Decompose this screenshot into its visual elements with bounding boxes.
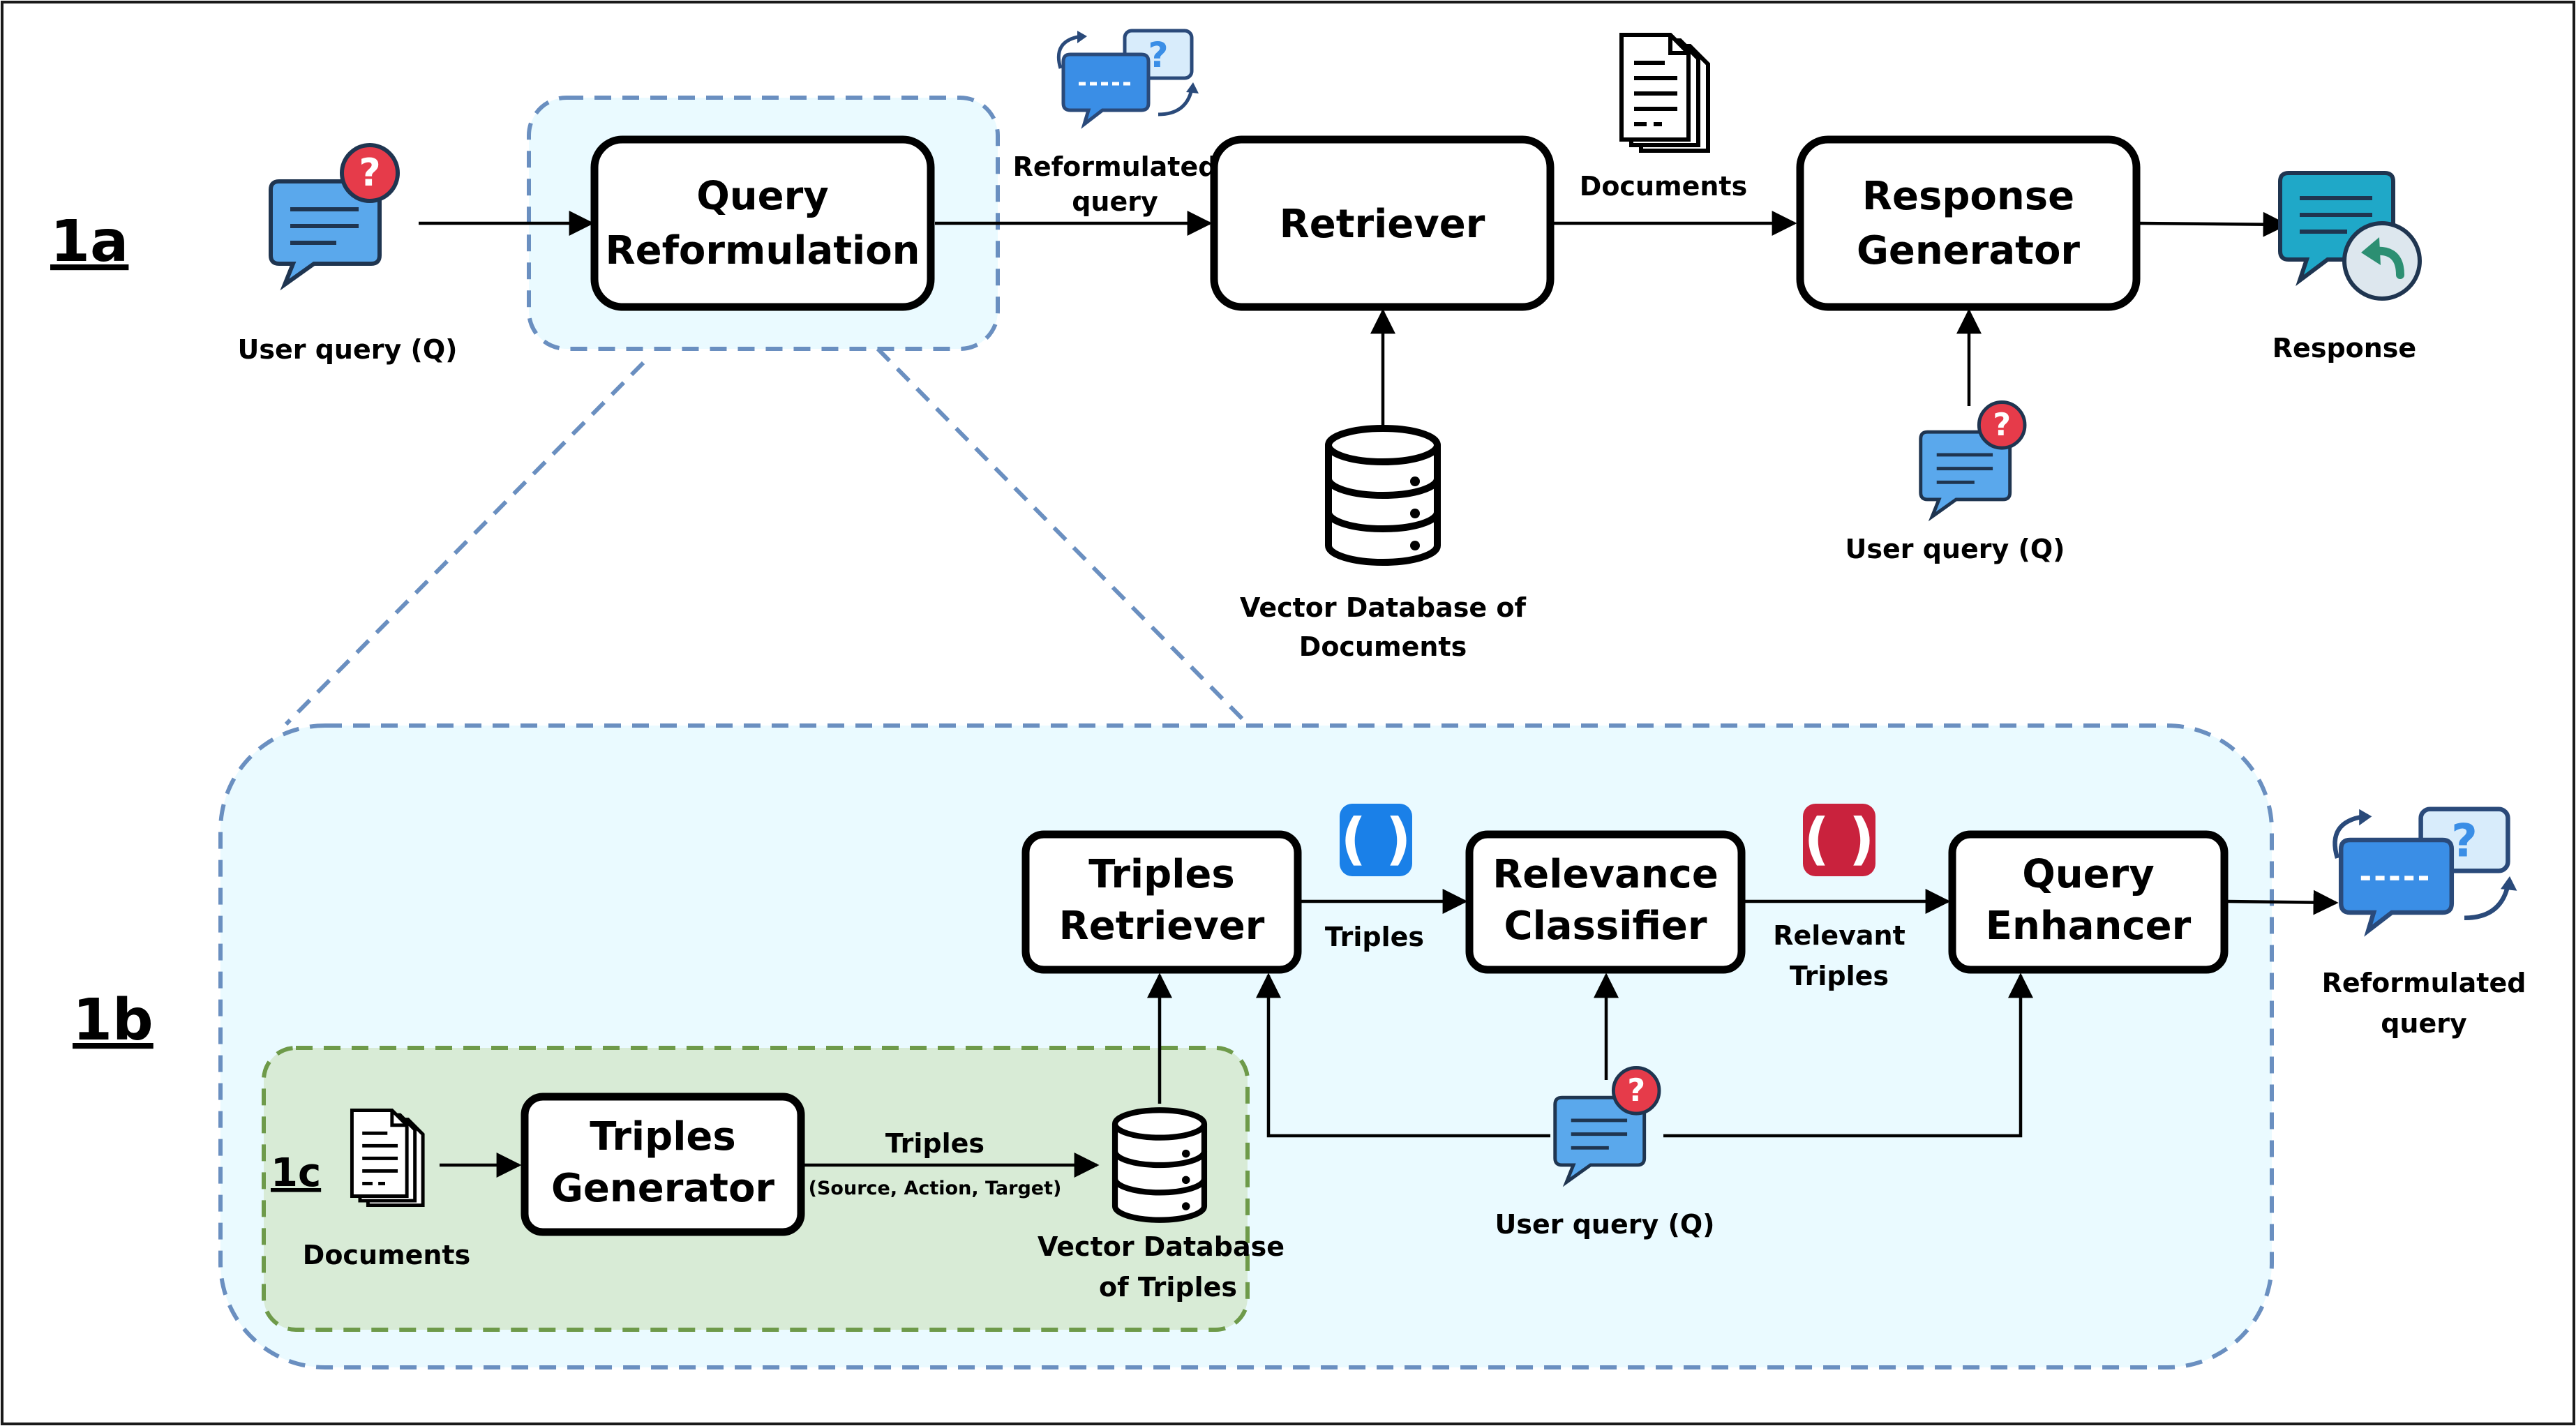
reformulated-query-output-line2: query xyxy=(2381,1008,2467,1039)
query-reformulation-line1: Query xyxy=(696,174,829,219)
retriever-label: Retriever xyxy=(1280,202,1485,247)
triples-brackets-icon xyxy=(1340,804,1412,876)
user-query-label-3: User query (Q) xyxy=(1495,1209,1714,1240)
reformulated-query-output-line1: Reformulated xyxy=(2322,968,2526,998)
user-query-label-2: User query (Q) xyxy=(1845,534,2065,564)
relevance-classifier-line1: Relevance xyxy=(1492,852,1718,897)
retriever-box xyxy=(1210,135,1555,311)
vector-db-triples-line1: Vector Database xyxy=(1038,1231,1285,1262)
vector-db-triples-icon xyxy=(1115,1110,1204,1219)
reformulated-query-label-line1: Reformulated xyxy=(1013,151,1218,182)
triples-detail-label: (Source, Action, Target) xyxy=(809,1178,1062,1199)
user-query-label: User query (Q) xyxy=(237,334,457,365)
zoom-connector-right xyxy=(876,347,1251,728)
response-label: Response xyxy=(2272,333,2416,363)
vector-db-documents-line1: Vector Database of xyxy=(1240,592,1526,623)
relevant-triples-line1: Relevant xyxy=(1773,920,1905,951)
query-enhancer-line1: Query xyxy=(2022,852,2155,897)
documents-icon-1c xyxy=(352,1110,423,1205)
triples-generator-line2: Generator xyxy=(551,1166,774,1211)
relevant-triples-brackets-icon xyxy=(1803,804,1875,876)
triples-generator-box xyxy=(521,1093,805,1236)
triples-label-1c: Triples xyxy=(885,1128,984,1159)
arrow-generator-to-response xyxy=(2139,211,2289,237)
query-reformulation-line2: Reformulation xyxy=(605,228,920,273)
triples-generator-line1: Triples xyxy=(590,1114,735,1159)
reformulated-query-label-line2: query xyxy=(1072,186,1158,217)
query-enhancer-box xyxy=(1948,830,2229,974)
response-generator-line2: Generator xyxy=(1857,228,2080,273)
vector-db-triples-line2: of Triples xyxy=(1099,1272,1237,1303)
relevant-triples-line2: Triples xyxy=(1790,961,1889,991)
arrow-query-to-triples-retriever xyxy=(1256,973,1550,1138)
relevance-classifier-box xyxy=(1465,830,1746,974)
documents-label: Documents xyxy=(1580,171,1747,202)
query-reformulation-box xyxy=(590,135,935,311)
response-generator-box xyxy=(1796,135,2141,311)
triples-retriever-line1: Triples xyxy=(1088,852,1234,897)
documents-label-1c: Documents xyxy=(303,1240,470,1270)
relevance-classifier-line2: Classifier xyxy=(1504,903,1707,949)
section-label-1b: 1b xyxy=(73,987,153,1053)
query-enhancer-line2: Enhancer xyxy=(1986,903,2192,949)
section-label-1a: 1a xyxy=(50,209,128,275)
response-generator-line1: Response xyxy=(1862,174,2074,219)
zoom-connector-left xyxy=(284,361,645,726)
vector-db-documents-line2: Documents xyxy=(1299,631,1467,662)
triples-retriever-line2: Retriever xyxy=(1059,903,1265,949)
arrow-query-to-enhancer xyxy=(1663,973,2033,1138)
section-label-1c: 1c xyxy=(271,1150,321,1196)
arrow-enhancer-to-output xyxy=(2226,890,2339,915)
triples-label: Triples xyxy=(1325,922,1424,952)
documents-icon xyxy=(1622,35,1708,151)
triples-retriever-box xyxy=(1021,830,1302,974)
vector-db-documents-icon xyxy=(1328,428,1437,562)
